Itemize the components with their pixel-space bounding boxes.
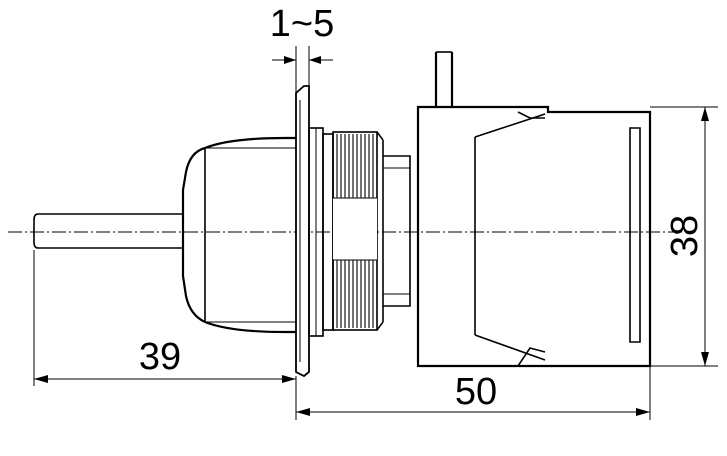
knurled-nut xyxy=(332,131,384,331)
dim-gap xyxy=(272,46,333,93)
shaft xyxy=(33,213,183,249)
contact-block xyxy=(416,51,652,368)
dim-gap-label: 1~5 xyxy=(270,3,334,45)
panel xyxy=(295,85,310,378)
body-cylinder xyxy=(383,155,411,307)
dim-50 xyxy=(295,366,651,420)
dim-39 xyxy=(33,250,297,386)
dim-38 xyxy=(650,106,718,367)
dim-50-label: 50 xyxy=(455,371,497,413)
dim-38-label: 38 xyxy=(664,215,706,257)
bezel xyxy=(181,136,296,334)
dim-39-label: 39 xyxy=(139,336,181,378)
